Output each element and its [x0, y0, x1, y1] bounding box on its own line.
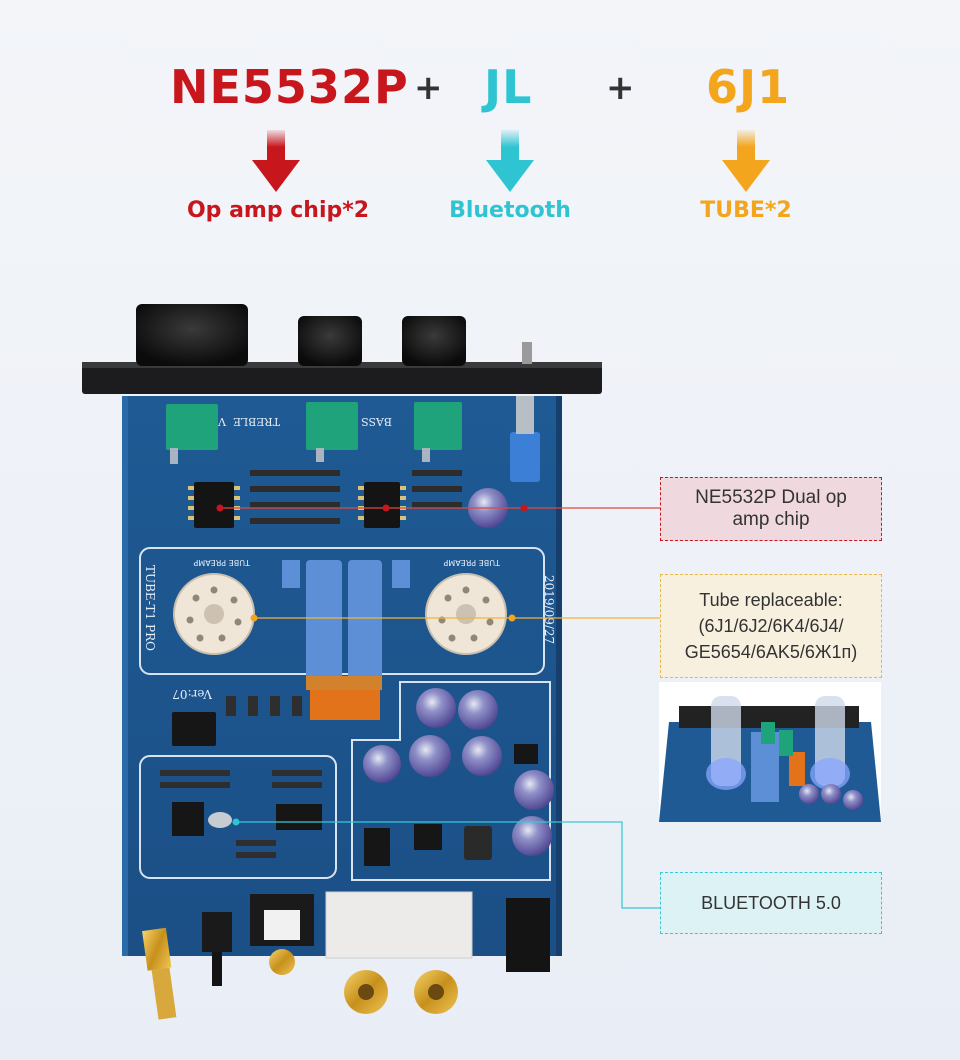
down-arrow-icon-cyan	[486, 130, 534, 192]
callout-connector-tube	[250, 614, 660, 622]
board-ver-label: Ver:07	[172, 687, 213, 701]
opamp-chip-1	[194, 482, 234, 528]
callout-connector-bluetooth	[232, 818, 660, 909]
board-model-label: TUBE-T1 PRO	[143, 565, 157, 651]
callout-opamp-line2: amp chip	[732, 509, 810, 530]
knob-icon	[136, 304, 532, 366]
callout-tube-line2: (6J1/6J2/6K4/6J4/	[698, 616, 844, 636]
subtitle-op-amp: Op amp chip*2	[186, 198, 370, 223]
tube-socket-icon	[173, 573, 507, 655]
down-arrow-icon-red	[252, 130, 300, 192]
callout-tube-line3: GE5654/6AK5/6Ж1п)	[684, 642, 858, 662]
plus-sign-2: +	[606, 68, 635, 108]
headline-6j1: 6J1	[706, 60, 791, 114]
callout-bluetooth: BLUETOOTH 5.0	[660, 872, 882, 934]
board-treble-label: TREBLE	[233, 415, 280, 428]
callout-opamp-line1: NE5532P Dual op	[695, 487, 847, 508]
opamp-chip-2	[364, 482, 400, 528]
headline-ne5532p: NE5532P	[170, 60, 409, 114]
callout-tube: Tube replaceable: (6J1/6J2/6K4/6J4/ GE56…	[660, 574, 882, 678]
headline-jl: JL	[484, 60, 533, 114]
callout-bluetooth-line1: BLUETOOTH 5.0	[701, 892, 841, 913]
subtitle-tube: TUBE*2	[700, 198, 792, 223]
callout-opamp: NE5532P Dual op amp chip	[660, 477, 882, 541]
down-arrow-icon-orange	[722, 130, 770, 192]
front-panel	[82, 362, 602, 394]
board-bass-label: BASS	[361, 415, 392, 428]
board-date-label: 2019/09/27	[542, 575, 556, 644]
board-tube-preamp-label-left: TUBE PREAMP	[193, 558, 251, 567]
subtitle-bluetooth: Bluetooth	[449, 198, 571, 223]
board-tube-preamp-label-right: TUBE PREAMP	[443, 558, 501, 567]
callout-connector-opamp	[216, 504, 660, 512]
callout-tube-line1: Tube replaceable:	[699, 590, 843, 610]
plus-sign-1: +	[414, 68, 443, 108]
tube-glow-photo	[659, 682, 881, 822]
